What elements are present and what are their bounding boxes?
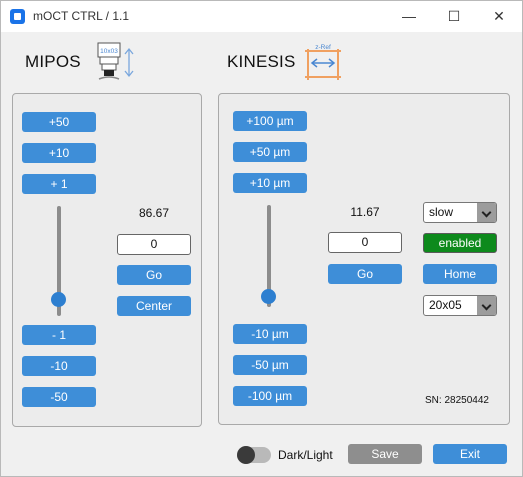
kinesis-slider-track[interactable]: [267, 205, 271, 307]
mipos-position-readout: 86.67: [138, 206, 170, 220]
minimize-icon[interactable]: —: [402, 8, 416, 24]
kinesis-down-50-button[interactable]: -50 µm: [233, 355, 307, 375]
speed-select-value: slow: [429, 205, 454, 219]
speed-select[interactable]: slow: [423, 202, 497, 223]
kinesis-slider-handle[interactable]: [261, 289, 276, 305]
home-button[interactable]: Home: [423, 264, 497, 284]
reference-label: z-Ref: [315, 44, 331, 51]
stage-reference-icon: z-Ref: [305, 44, 341, 80]
kinesis-up-50-button[interactable]: +50 µm: [233, 142, 307, 162]
toggle-knob: [237, 446, 255, 464]
kinesis-title: KINESIS: [227, 52, 296, 71]
kinesis-up-10-button[interactable]: +10 µm: [233, 173, 307, 193]
kinesis-down-100-button[interactable]: -100 µm: [233, 386, 307, 406]
mipos-up-50-button[interactable]: +50: [22, 112, 96, 132]
kinesis-up-100-button[interactable]: +100 µm: [233, 111, 307, 131]
window-title: mOCT CTRL / 1.1: [33, 9, 130, 23]
mipos-down-1-button[interactable]: - 1: [22, 325, 96, 345]
save-button[interactable]: Save: [348, 444, 422, 464]
maximize-icon[interactable]: ☐: [447, 8, 461, 24]
serial-number: SN: 28250442: [425, 395, 489, 406]
mipos-slider-handle[interactable]: [51, 292, 66, 307]
objective-select-value: 20x05: [429, 298, 462, 312]
dark-light-toggle[interactable]: [237, 446, 271, 464]
mipos-target-input[interactable]: 0: [117, 234, 191, 255]
mipos-up-1-button[interactable]: + 1: [22, 174, 96, 194]
kinesis-target-input[interactable]: 0: [328, 232, 402, 253]
mipos-down-50-button[interactable]: -50: [22, 387, 96, 407]
chevron-down-icon: [477, 296, 496, 315]
kinesis-position-readout: 11.67: [350, 205, 380, 219]
mipos-up-10-button[interactable]: +10: [22, 143, 96, 163]
close-icon[interactable]: ✕: [493, 8, 505, 24]
dark-light-label: Dark/Light: [278, 448, 333, 462]
mipos-center-button[interactable]: Center: [117, 296, 191, 316]
enabled-status-button[interactable]: enabled: [423, 233, 497, 253]
exit-button[interactable]: Exit: [433, 444, 507, 464]
mipos-go-button[interactable]: Go: [117, 265, 191, 285]
mipos-slider-track[interactable]: [57, 206, 61, 316]
chevron-down-icon: [477, 203, 496, 222]
kinesis-down-10-button[interactable]: -10 µm: [233, 324, 307, 344]
mipos-title: MIPOS: [25, 52, 81, 71]
mipos-down-10-button[interactable]: -10: [22, 356, 96, 376]
title-bar: mOCT CTRL / 1.1 — ☐ ✕: [1, 1, 522, 32]
app-icon: [10, 9, 25, 24]
objective-select[interactable]: 20x05: [423, 295, 497, 316]
kinesis-go-button[interactable]: Go: [328, 264, 402, 284]
microscope-objective-icon: 10x03: [97, 42, 134, 80]
objective-label: 10x03: [100, 48, 118, 55]
